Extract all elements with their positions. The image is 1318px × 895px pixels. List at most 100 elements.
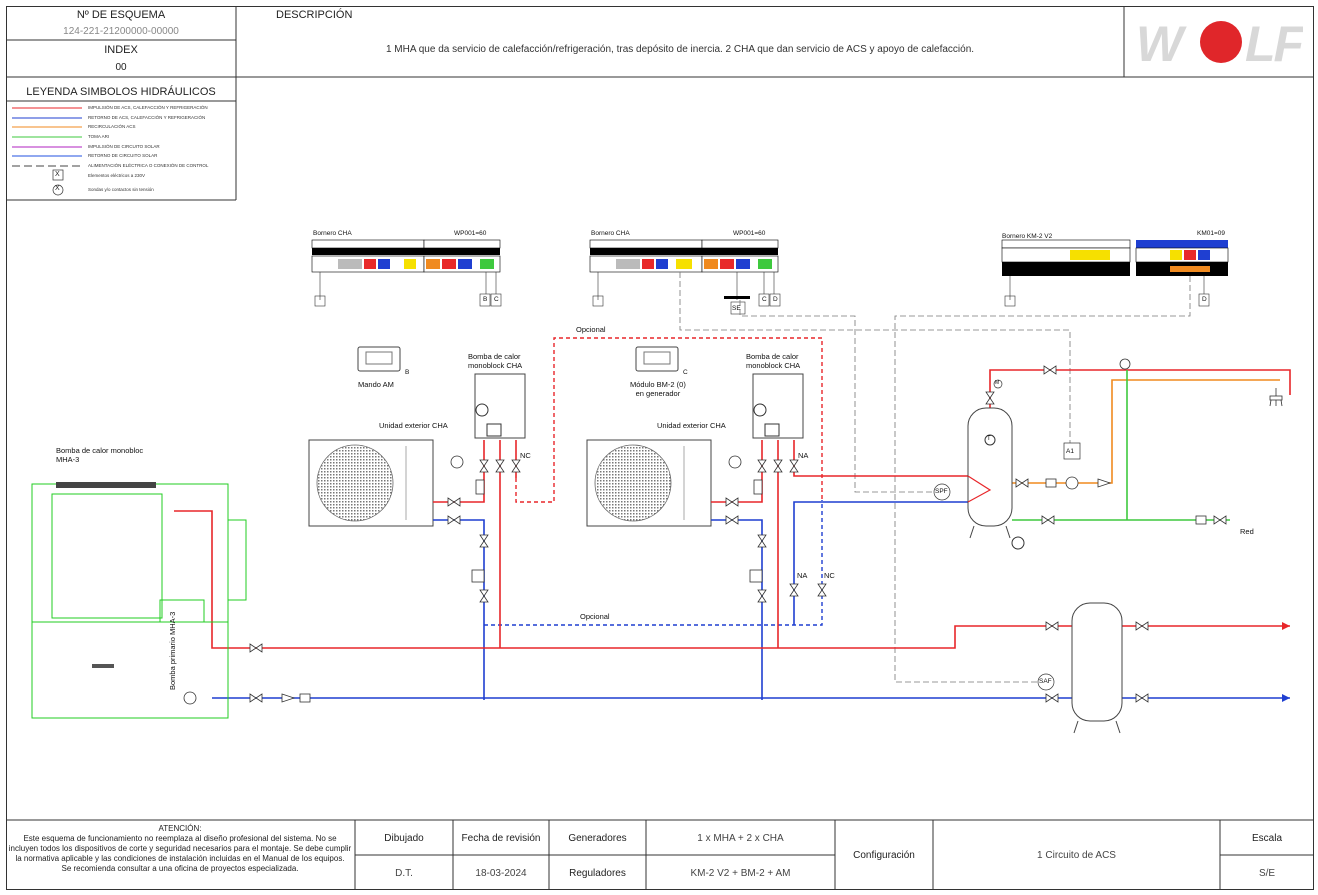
label-saf: SAF [1039, 678, 1052, 685]
label-unidad-ext-1: Unidad exterior CHA [379, 421, 448, 430]
optional-bypass-red [515, 337, 823, 503]
label-bomba-primario: Bomba primario MHA-3 [168, 611, 177, 690]
label-m: M [995, 380, 1000, 386]
escala-label: Escala [1251, 832, 1282, 844]
terminal-block-wp-1 [423, 239, 501, 273]
terminal-block-cha-2 [589, 239, 703, 273]
label-wp-1: WP001=60 [454, 230, 487, 237]
label-modulo-bm2: Módulo BM-2 (0) en generador [630, 380, 686, 398]
mha-unit [31, 483, 247, 719]
se-bar [724, 296, 750, 299]
monoblock-cha-1 [474, 373, 526, 439]
label-opcional-2: Opcional [580, 612, 610, 621]
label-opcional-1: Opcional [576, 325, 606, 334]
connector-c-small: C [683, 369, 688, 376]
attention-note: Se recomienda consultar a una oficina de… [61, 864, 299, 873]
optional-bypass-blue [484, 500, 823, 626]
escala-value: S/E [1258, 867, 1276, 879]
legend-title: LEYENDA SIMBOLOS HIDRÁULICOS [26, 86, 216, 98]
attention-block: ATENCIÓN: Este esquema de funcionamiento… [8, 824, 352, 874]
drawing-frame [6, 6, 1314, 890]
label-bomba-cha-1: Bomba de calor monoblock CHA [468, 352, 523, 370]
expansion-vessel [1011, 536, 1025, 550]
svg-text:W: W [1136, 16, 1187, 68]
hydraulic-diagram [31, 239, 1291, 734]
supply-main [174, 510, 1290, 649]
connector-c2: C [762, 296, 767, 303]
fecha-value: 18-03-2024 [475, 867, 527, 879]
label-wp-2: WP001=60 [733, 230, 766, 237]
legend-item: RETORNO DE CIRCUITO SOLAR [88, 153, 158, 158]
label-nc-1: NC [520, 451, 531, 460]
connector-a1: A1 [1066, 448, 1074, 455]
legend-item: IMPULSIÓN DE CIRCUITO SOLAR [88, 144, 160, 149]
shower-icon [1269, 388, 1283, 407]
mando-am-device [357, 346, 401, 372]
label-bornero-km2: Bornero KM-2 V2 [1002, 233, 1053, 240]
configuracion-label: Configuración [853, 850, 915, 861]
label-bomba-cha-2: Bomba de calor monoblock CHA [746, 352, 801, 370]
legend-swatches [12, 107, 82, 196]
label-mha: Bomba de calor monobloc MHA-3 [56, 446, 144, 464]
outdoor-unit-cha-1 [308, 439, 434, 527]
index-label: INDEX [104, 44, 138, 56]
legend-item: ALIMENTACIÓN ELÉCTRICA O CONEXIÓN DE CON… [88, 163, 209, 168]
attention-text: Este esquema de funcionamiento no reempl… [8, 834, 352, 863]
legend-item: IMPULSIÓN DE ACS, CALEFACCIÓN Y REFRIGER… [88, 105, 208, 110]
label-na-2: NA [797, 571, 808, 580]
legend-item: Sondas y/o contactos sin tensión [88, 187, 154, 192]
generadores-label: Generadores [568, 832, 627, 844]
connector-b: B [483, 296, 488, 303]
label-bornero-cha-2: Bornero CHA [591, 230, 630, 237]
connector-c: C [494, 296, 499, 303]
dhw-tank [967, 407, 1013, 539]
legend-item: RETORNO DE ACS, CALEFACCIÓN Y REFRIGERAC… [88, 115, 206, 120]
index-value: 00 [115, 61, 127, 73]
dibujado-label: Dibujado [384, 832, 424, 844]
legend-symbol-x: X [55, 171, 60, 178]
attention-title: ATENCIÓN: [158, 824, 202, 833]
label-red: Red [1240, 527, 1254, 536]
label-na-1: NA [798, 451, 809, 460]
label-km01: KM01=09 [1197, 230, 1226, 237]
saf-sensor [1037, 673, 1055, 691]
terminal-block-wp-2 [701, 239, 779, 273]
terminal-block-km2 [1001, 239, 1131, 276]
generadores-value: 1 x MHA + 2 x CHA [697, 832, 784, 844]
buffer-tank [1071, 602, 1123, 734]
label-unidad-ext-2: Unidad exterior CHA [657, 421, 726, 430]
label-bornero-cha-1: Bornero CHA [313, 230, 352, 237]
reguladores-label: Reguladores [569, 867, 626, 879]
scheme-label: Nº DE ESQUEMA [76, 9, 166, 21]
connector-d: D [773, 296, 778, 303]
monoblock-cha-2 [752, 373, 804, 439]
mha-top-grille [56, 482, 156, 488]
legend-item: Elementos eléctricos a 230V [88, 173, 146, 178]
reguladores-value: KM-2 V2 + BM-2 + AM [690, 867, 791, 879]
connector-se: SE [732, 305, 741, 312]
scheme-number: 124-221-21200000-00000 [63, 25, 179, 37]
outdoor-unit-cha-2 [586, 439, 712, 527]
terminal-block-cha-1 [311, 239, 425, 273]
legend-item: RECIRCULACIÓN ACS [88, 124, 136, 129]
label-mando-am: Mando AM [358, 380, 394, 389]
terminal-block-km01 [1135, 240, 1229, 276]
label-t: T [987, 436, 991, 442]
a1-box [1063, 442, 1081, 460]
se-box [730, 301, 746, 315]
fecha-label: Fecha de revisión [461, 832, 541, 844]
legend-item: TOMA ARI [88, 134, 110, 139]
label-nc-2: NC [824, 571, 835, 580]
spf-sensor [933, 483, 951, 501]
connector-d2: D [1202, 296, 1207, 303]
legend-symbol-x: X [55, 185, 60, 192]
configuracion-value: 1 Circuito de ACS [1037, 850, 1116, 861]
dibujado-value: D.T. [395, 867, 413, 879]
wolf-logo: W LF [1133, 14, 1303, 68]
connector-b-small: B [405, 369, 410, 376]
description-label: DESCRIPCIÓN [276, 9, 353, 21]
description-text: 1 MHA que da servicio de calefacción/ref… [385, 43, 975, 55]
svg-text:LF: LF [1245, 16, 1303, 68]
label-spf: SPF [935, 488, 948, 495]
